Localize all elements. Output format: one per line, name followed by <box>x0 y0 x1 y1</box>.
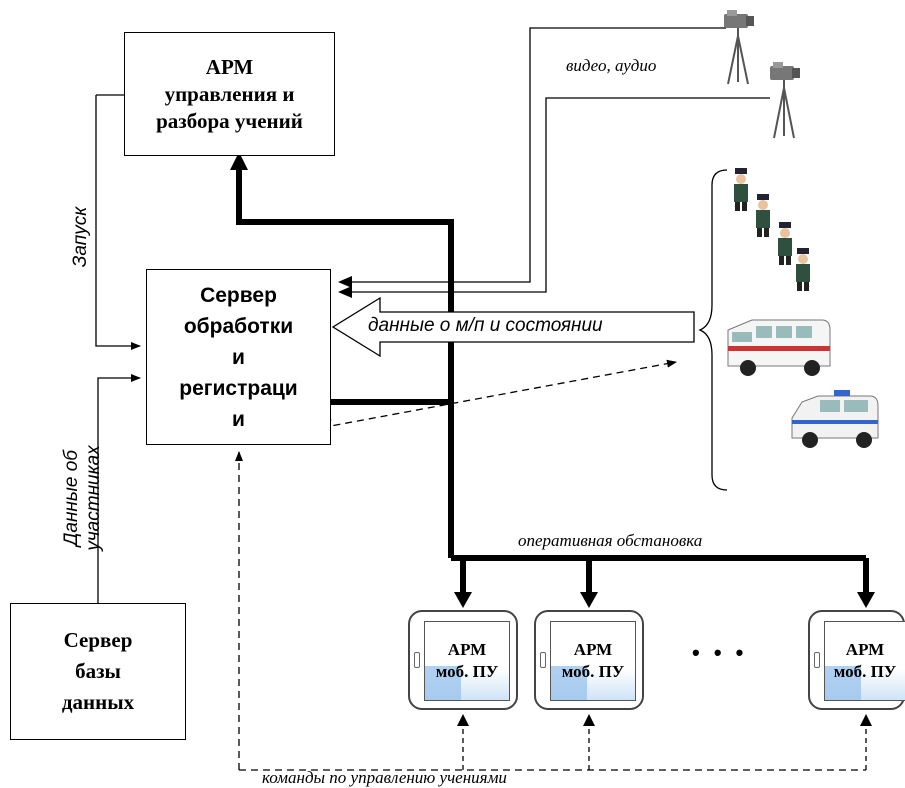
police-officer-icon <box>778 222 792 265</box>
tablet-line-2: моб. ПУ <box>435 662 499 681</box>
police-officer-icon <box>734 168 748 211</box>
tablet-home-button <box>540 652 546 668</box>
tablet-line-1: АРМ <box>845 640 885 659</box>
db-line-3: данных <box>61 690 135 714</box>
police-officer-icon <box>796 248 810 291</box>
ellipsis-more-tablets: • • • <box>692 640 748 665</box>
participants-connector <box>97 374 141 603</box>
arm-line-2: управления и <box>164 81 295 106</box>
participants-data-line-1: Данные об <box>61 450 82 546</box>
video-audio-label: видео, аудио <box>566 56 657 75</box>
mobile-arm-tablet[interactable]: АРМ моб. ПУ <box>408 610 518 710</box>
units-brace <box>698 169 728 491</box>
tablet-screen: АРМ моб. ПУ <box>824 621 905 701</box>
police-officer-icon <box>756 194 770 237</box>
database-server-box: Сервер базы данных <box>10 603 186 740</box>
participants-data-label: Данные об участниках <box>61 423 105 573</box>
launch-label: Запуск <box>70 206 91 268</box>
video-camera-icon <box>724 10 754 85</box>
commands-label: команды по управлению учениями <box>262 768 507 787</box>
tablet-line-2: моб. ПУ <box>561 662 625 681</box>
operational-situation-label: оперативная обстановка <box>518 531 703 550</box>
arm-line-3: разбора учений <box>156 108 303 133</box>
db-line-2: базы <box>75 659 121 683</box>
mp-state-arrow <box>331 296 695 358</box>
tablet-line-2: моб. ПУ <box>833 662 897 681</box>
video-line-2 <box>338 97 770 298</box>
db-line-1: Сервер <box>63 628 133 652</box>
tablet-home-button <box>414 652 420 668</box>
arm-control-box: АРМ управления и разбора учений <box>124 32 335 156</box>
participants-data-line-2: участниках <box>83 445 104 551</box>
mobile-arm-tablet[interactable]: АРМ моб. ПУ <box>808 610 905 710</box>
server-line-4: регистраци <box>179 376 298 400</box>
mobile-arm-tablet[interactable]: АРМ моб. ПУ <box>534 610 644 710</box>
server-line-3: и <box>232 345 245 369</box>
ambulance-van-icon <box>727 319 831 376</box>
mp-state-label: данные о м/п и состоянии <box>368 315 603 336</box>
video-camera-icon <box>770 62 800 139</box>
tablet-line-1: АРМ <box>447 640 487 659</box>
arm-line-1: АРМ <box>205 54 254 79</box>
tablet-screen: АРМ моб. ПУ <box>424 621 510 701</box>
tablet-line-1: АРМ <box>573 640 613 659</box>
police-suv-icon <box>791 390 879 448</box>
tablet-screen: АРМ моб. ПУ <box>550 621 636 701</box>
server-line-5: и <box>232 407 245 431</box>
server-line-2: обработки <box>183 314 294 338</box>
launch-connector <box>95 94 140 346</box>
bus-to-arm <box>236 165 454 558</box>
tablet-home-button <box>814 652 820 668</box>
processing-server-box: Сервер обработки и регистраци и <box>146 269 331 445</box>
server-line-1: Сервер <box>200 283 277 307</box>
video-line-1 <box>338 27 726 288</box>
